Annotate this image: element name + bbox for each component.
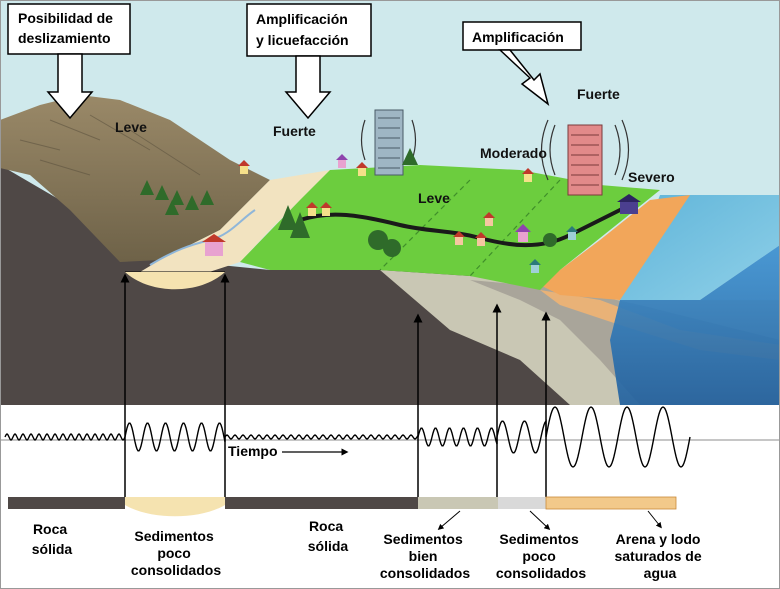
label-roca-1: Roca sólida — [32, 521, 73, 557]
label-arena: Arena y lodo saturados de agua — [614, 531, 705, 581]
tower-right — [567, 124, 603, 196]
label-fuerte-right: Fuerte — [577, 86, 620, 102]
label-leve-hill: Leve — [115, 119, 147, 135]
label-leve-plain: Leve — [418, 190, 450, 206]
beach — [540, 195, 690, 300]
callout-amp-liq-line2: y licuefacción — [256, 32, 349, 48]
hill-ridges — [19, 114, 201, 176]
seismic-waveform — [4, 406, 691, 468]
sand-valley — [140, 170, 330, 275]
trees — [140, 148, 557, 257]
label-pointers — [437, 510, 662, 531]
tower-left — [374, 109, 404, 176]
grass-divider-1 — [379, 179, 471, 271]
label-sed-bien: Sedimentos bien consolidados — [380, 531, 470, 581]
houses — [202, 154, 641, 273]
valley-sediment-lens — [125, 272, 225, 290]
label-tiempo: Tiempo — [228, 443, 278, 459]
callout-amp-liq: Amplificación y licuefacción — [246, 3, 372, 120]
callout-landslide-line2: deslizamiento — [18, 30, 111, 46]
callout-amp-text: Amplificación — [472, 29, 564, 45]
callout-landslide: Posibilidad de deslizamiento — [7, 3, 131, 120]
label-roca-2: Roca sólida — [308, 518, 349, 554]
label-severo: Severo — [628, 169, 675, 185]
label-moderado: Moderado — [480, 145, 547, 161]
grass-plain — [240, 165, 660, 290]
sea-front — [610, 245, 780, 405]
waveform-path — [4, 406, 691, 468]
grass-divider-2 — [469, 179, 561, 277]
hill — [0, 95, 270, 262]
callout-landslide-line1: Posibilidad de — [18, 10, 113, 26]
callout-amp-liq-line1: Amplificación — [256, 11, 348, 27]
callout-amp: Amplificación — [462, 21, 582, 106]
label-fuerte-left: Fuerte — [273, 123, 316, 139]
vertical-arrows — [120, 271, 551, 500]
material-strip — [8, 496, 677, 517]
label-sed-poco-2: Sedimentos poco consolidados — [496, 531, 586, 581]
label-sed-poco-1: Sedimentos poco consolidados — [131, 528, 221, 578]
